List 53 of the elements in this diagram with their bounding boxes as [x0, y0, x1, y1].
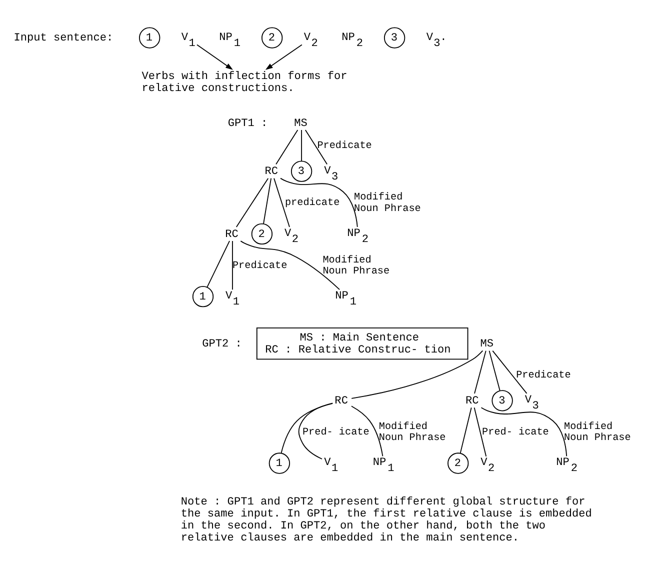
connector: [474, 350, 486, 394]
node-text: RC: [264, 166, 278, 178]
node-circle: 2: [251, 223, 273, 245]
label: GPT1 :: [228, 118, 268, 130]
connector: [301, 130, 302, 162]
label: Note : GPT1 and GPT2 represent different global structure for the same input. In GPT1, the first relative clause is embedded in the second. In GPT2, on the other hand, both the two relative clauses are embedded in the main sentence.: [180, 496, 592, 544]
arrow: [196, 44, 233, 70]
connector: [298, 402, 334, 460]
node-circle: 3: [492, 390, 513, 412]
connector: [274, 178, 290, 228]
node-box: MS : Main Sentence RC : Relative Construc- tion: [256, 327, 468, 360]
label: GPT2 :: [202, 338, 242, 350]
edge-label: Predicate: [516, 370, 571, 382]
node-circle: 1: [139, 27, 160, 48]
node-text: RC: [334, 396, 348, 408]
node-circle: 1: [192, 286, 214, 308]
edge-label: Modified Noun Phrase: [322, 255, 390, 278]
connector: [492, 350, 528, 394]
edge-label: Modified Noun Phrase: [354, 192, 421, 215]
node-text: MS: [294, 118, 308, 130]
connector: [206, 240, 230, 288]
connector: [280, 178, 358, 228]
edge-label: predicate: [284, 198, 340, 210]
connector: [474, 407, 487, 457]
edge-label: Predicate: [232, 260, 288, 272]
connector: [488, 350, 500, 391]
connector: [280, 402, 334, 454]
connector: [263, 178, 272, 224]
label: Input sentence:: [14, 32, 114, 45]
node-text: MS: [480, 338, 494, 350]
connector: [236, 178, 269, 228]
arrow: [265, 44, 302, 70]
node-circle: 3: [384, 27, 406, 48]
connector: [240, 240, 340, 290]
node-circle: 2: [262, 27, 283, 48]
node-circle: 1: [268, 452, 290, 474]
node-text: RC: [225, 228, 238, 241]
node-circle: 2: [448, 452, 469, 474]
edge-label: Pred- icate: [302, 428, 370, 439]
edge-label: Predicate: [317, 141, 372, 152]
node-text: Verbs with inflection forms for relative constructions.: [142, 70, 348, 95]
connector: [304, 130, 328, 165]
node-circle: 3: [290, 160, 312, 182]
connector: [480, 407, 568, 457]
connector: [276, 130, 298, 165]
connector: [460, 407, 472, 454]
connector: [232, 240, 233, 290]
edge-label: Pred- icate: [482, 428, 549, 439]
connector: [351, 350, 484, 399]
edge-label: Modified Noun Phrase: [378, 422, 446, 444]
connector: [351, 406, 384, 457]
node-text: RC: [465, 396, 479, 408]
edge-label: Modified Noun Phrase: [564, 422, 631, 444]
